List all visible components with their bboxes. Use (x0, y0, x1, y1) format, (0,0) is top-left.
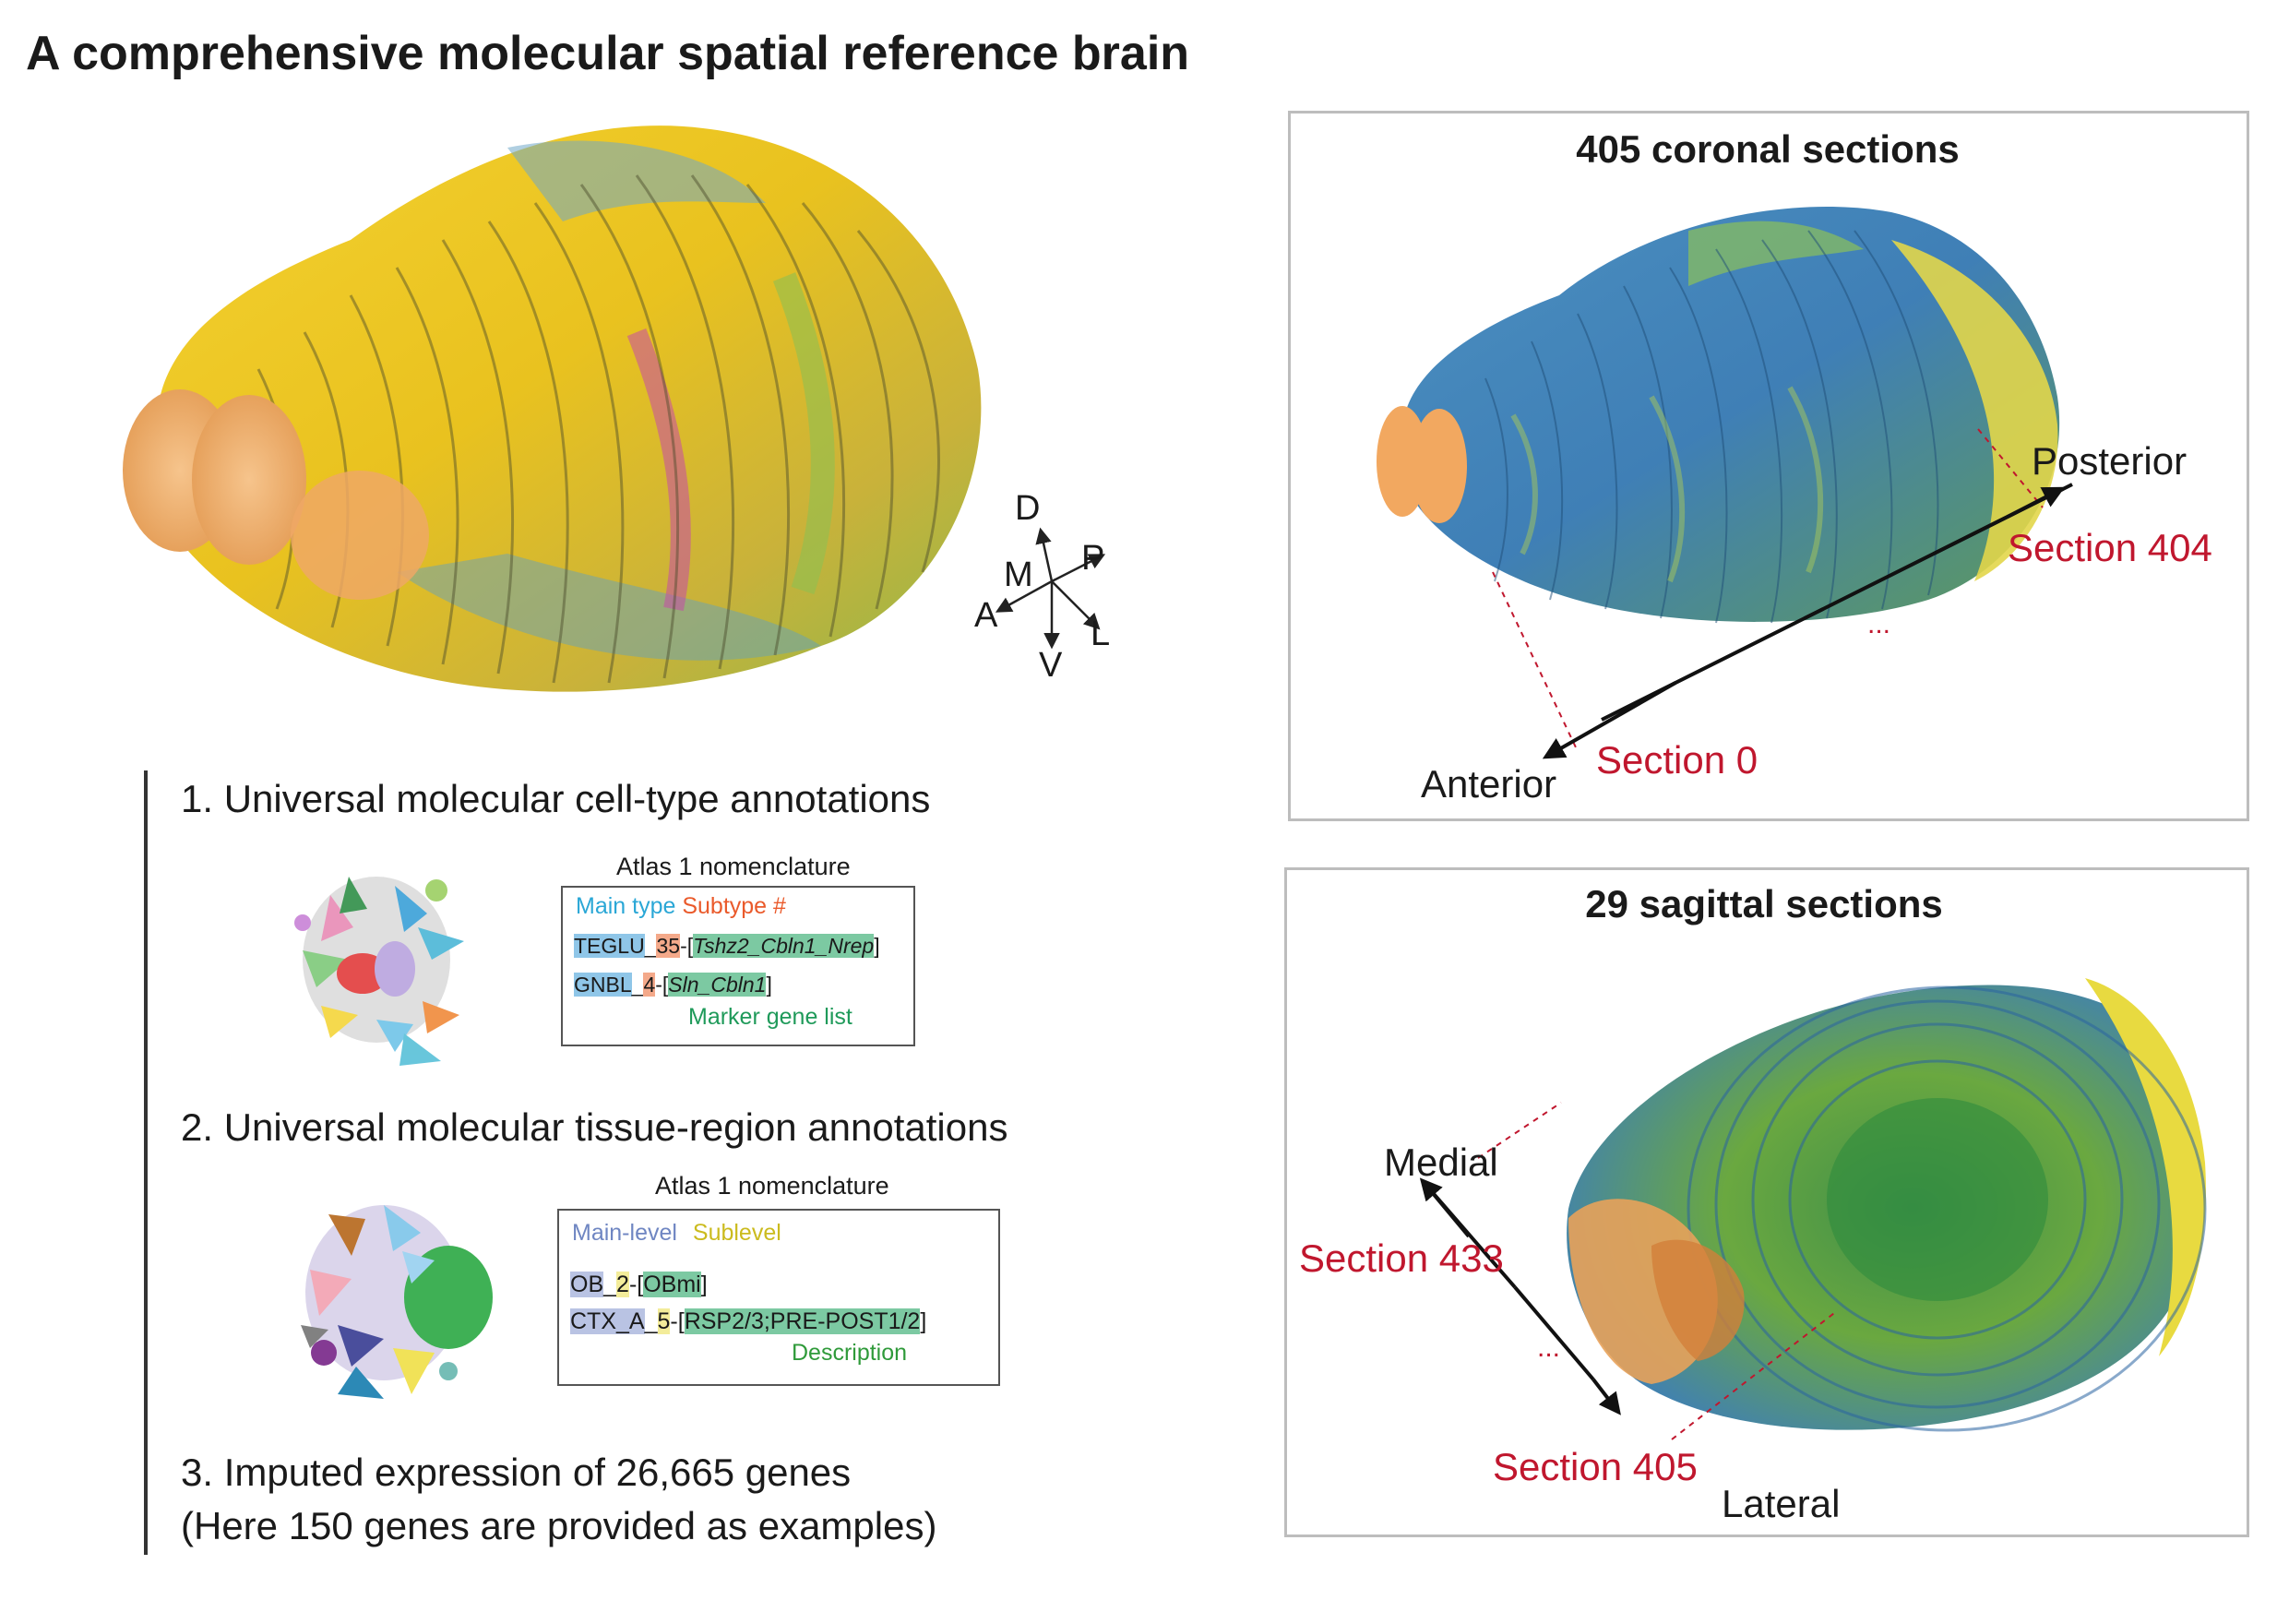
axis-label-medial: M (1004, 555, 1033, 594)
region-row1-desc: OBmi (643, 1272, 701, 1297)
region-row2-desc: RSP2/3;PRE-POST1/2 (684, 1308, 921, 1334)
sagittal-section-axis (1419, 1102, 1839, 1440)
region-row2-sep1: _ (644, 1308, 658, 1334)
region-umap-thumbnail (301, 1205, 493, 1399)
sagittal-section-end-label: Section 405 (1493, 1445, 1698, 1488)
coronal-section-axis (1492, 428, 2073, 759)
celltype-example-row-2: GNBL_4-[Sln_Cbln1] (574, 973, 772, 997)
annotation-item-2: 2. Universal molecular tissue-region ann… (181, 1105, 1008, 1149)
description-label: Description (792, 1340, 908, 1366)
row1-sep2: -[ (680, 934, 694, 958)
coronal-posterior-label: Posterior (2032, 439, 2188, 483)
coronal-panel-title: 405 coronal sections (1576, 127, 1960, 171)
region-row2-sublevel: 5 (657, 1308, 671, 1334)
main-level-label: Main-level (572, 1220, 677, 1246)
sagittal-section-start-label: Section 433 (1299, 1236, 1504, 1280)
region-example-row-2: CTX_A_5-[RSP2/3;PRE-POST1/2] (570, 1308, 926, 1335)
sagittal-lateral-label: Lateral (1722, 1482, 1841, 1525)
row1-markers: Tshz2_Cbln1_Nrep (693, 934, 875, 958)
sagittal-brain-illustration (1567, 978, 2207, 1432)
row2-sep1: _ (631, 973, 644, 997)
region-legend-row: Main-level Sublevel (572, 1220, 781, 1247)
axis-label-anterior: A (974, 596, 998, 635)
row2-main-type: GNBL (574, 973, 632, 997)
row2-markers: Sln_Cbln1 (668, 973, 767, 997)
row2-sep2: -[ (655, 973, 669, 997)
marker-gene-list-label: Marker gene list (688, 1004, 852, 1030)
coronal-ellipsis: ... (1867, 609, 1891, 639)
axis-label-posterior: P (1081, 539, 1105, 578)
axis-label-ventral: V (1039, 646, 1063, 685)
celltype-example-row-1: TEGLU_35-[Tshz2_Cbln1_Nrep] (574, 934, 880, 959)
row1-subtype: 35 (656, 934, 681, 958)
row2-close: ] (766, 973, 772, 997)
sagittal-medial-label: Medial (1384, 1140, 1498, 1184)
region-row1-sublevel: 2 (616, 1272, 629, 1297)
region-row2-close: ] (920, 1308, 927, 1334)
region-example-row-1: OB_2-[OBmi] (570, 1272, 708, 1298)
region-row1-close: ] (700, 1272, 708, 1297)
orientation-axes-arrows (995, 527, 1106, 650)
sagittal-ellipsis: ... (1537, 1332, 1561, 1363)
main-type-label: Main type (576, 893, 676, 919)
region-row2-sep2: -[ (670, 1308, 685, 1334)
axis-label-dorsal: D (1015, 489, 1041, 528)
region-row1-main: OB (570, 1272, 604, 1297)
row2-subtype: 4 (643, 973, 656, 997)
brain-3d-illustration (123, 125, 982, 692)
region-nomenclature-box (557, 1209, 1000, 1386)
region-row1-sep1: _ (603, 1272, 617, 1297)
coronal-section-end-label: Section 404 (2008, 526, 2212, 569)
celltype-umap-thumbnail (294, 877, 464, 1066)
region-row1-sep2: -[ (628, 1272, 644, 1297)
region-row2-main: CTX_A (570, 1308, 645, 1334)
celltype-legend-row: Main type Subtype # (576, 893, 786, 920)
celltype-nomenclature-title: Atlas 1 nomenclature (616, 853, 851, 880)
coronal-brain-illustration (1377, 207, 2060, 624)
axis-label-lateral: L (1091, 615, 1111, 653)
row1-close: ] (874, 934, 880, 958)
coronal-anterior-label: Anterior (1421, 762, 1557, 806)
sagittal-panel-title: 29 sagittal sections (1585, 882, 1943, 925)
row1-main-type: TEGLU (574, 934, 645, 958)
region-nomenclature-title: Atlas 1 nomenclature (655, 1172, 889, 1200)
coronal-section-start-label: Section 0 (1596, 738, 1758, 782)
subtype-label: Subtype # (682, 893, 786, 919)
figure-title: A comprehensive molecular spatial refere… (26, 27, 1190, 80)
row1-sep1: _ (644, 934, 657, 958)
annotation-item-3-line-2: (Here 150 genes are provided as examples… (181, 1504, 937, 1547)
annotation-item-3-line-1: 3. Imputed expression of 26,665 genes (181, 1451, 852, 1494)
annotation-item-1: 1. Universal molecular cell-type annotat… (181, 777, 931, 820)
celltype-nomenclature-box (561, 886, 915, 1046)
list-divider-line (144, 770, 148, 1555)
sublevel-label: Sublevel (692, 1220, 781, 1246)
